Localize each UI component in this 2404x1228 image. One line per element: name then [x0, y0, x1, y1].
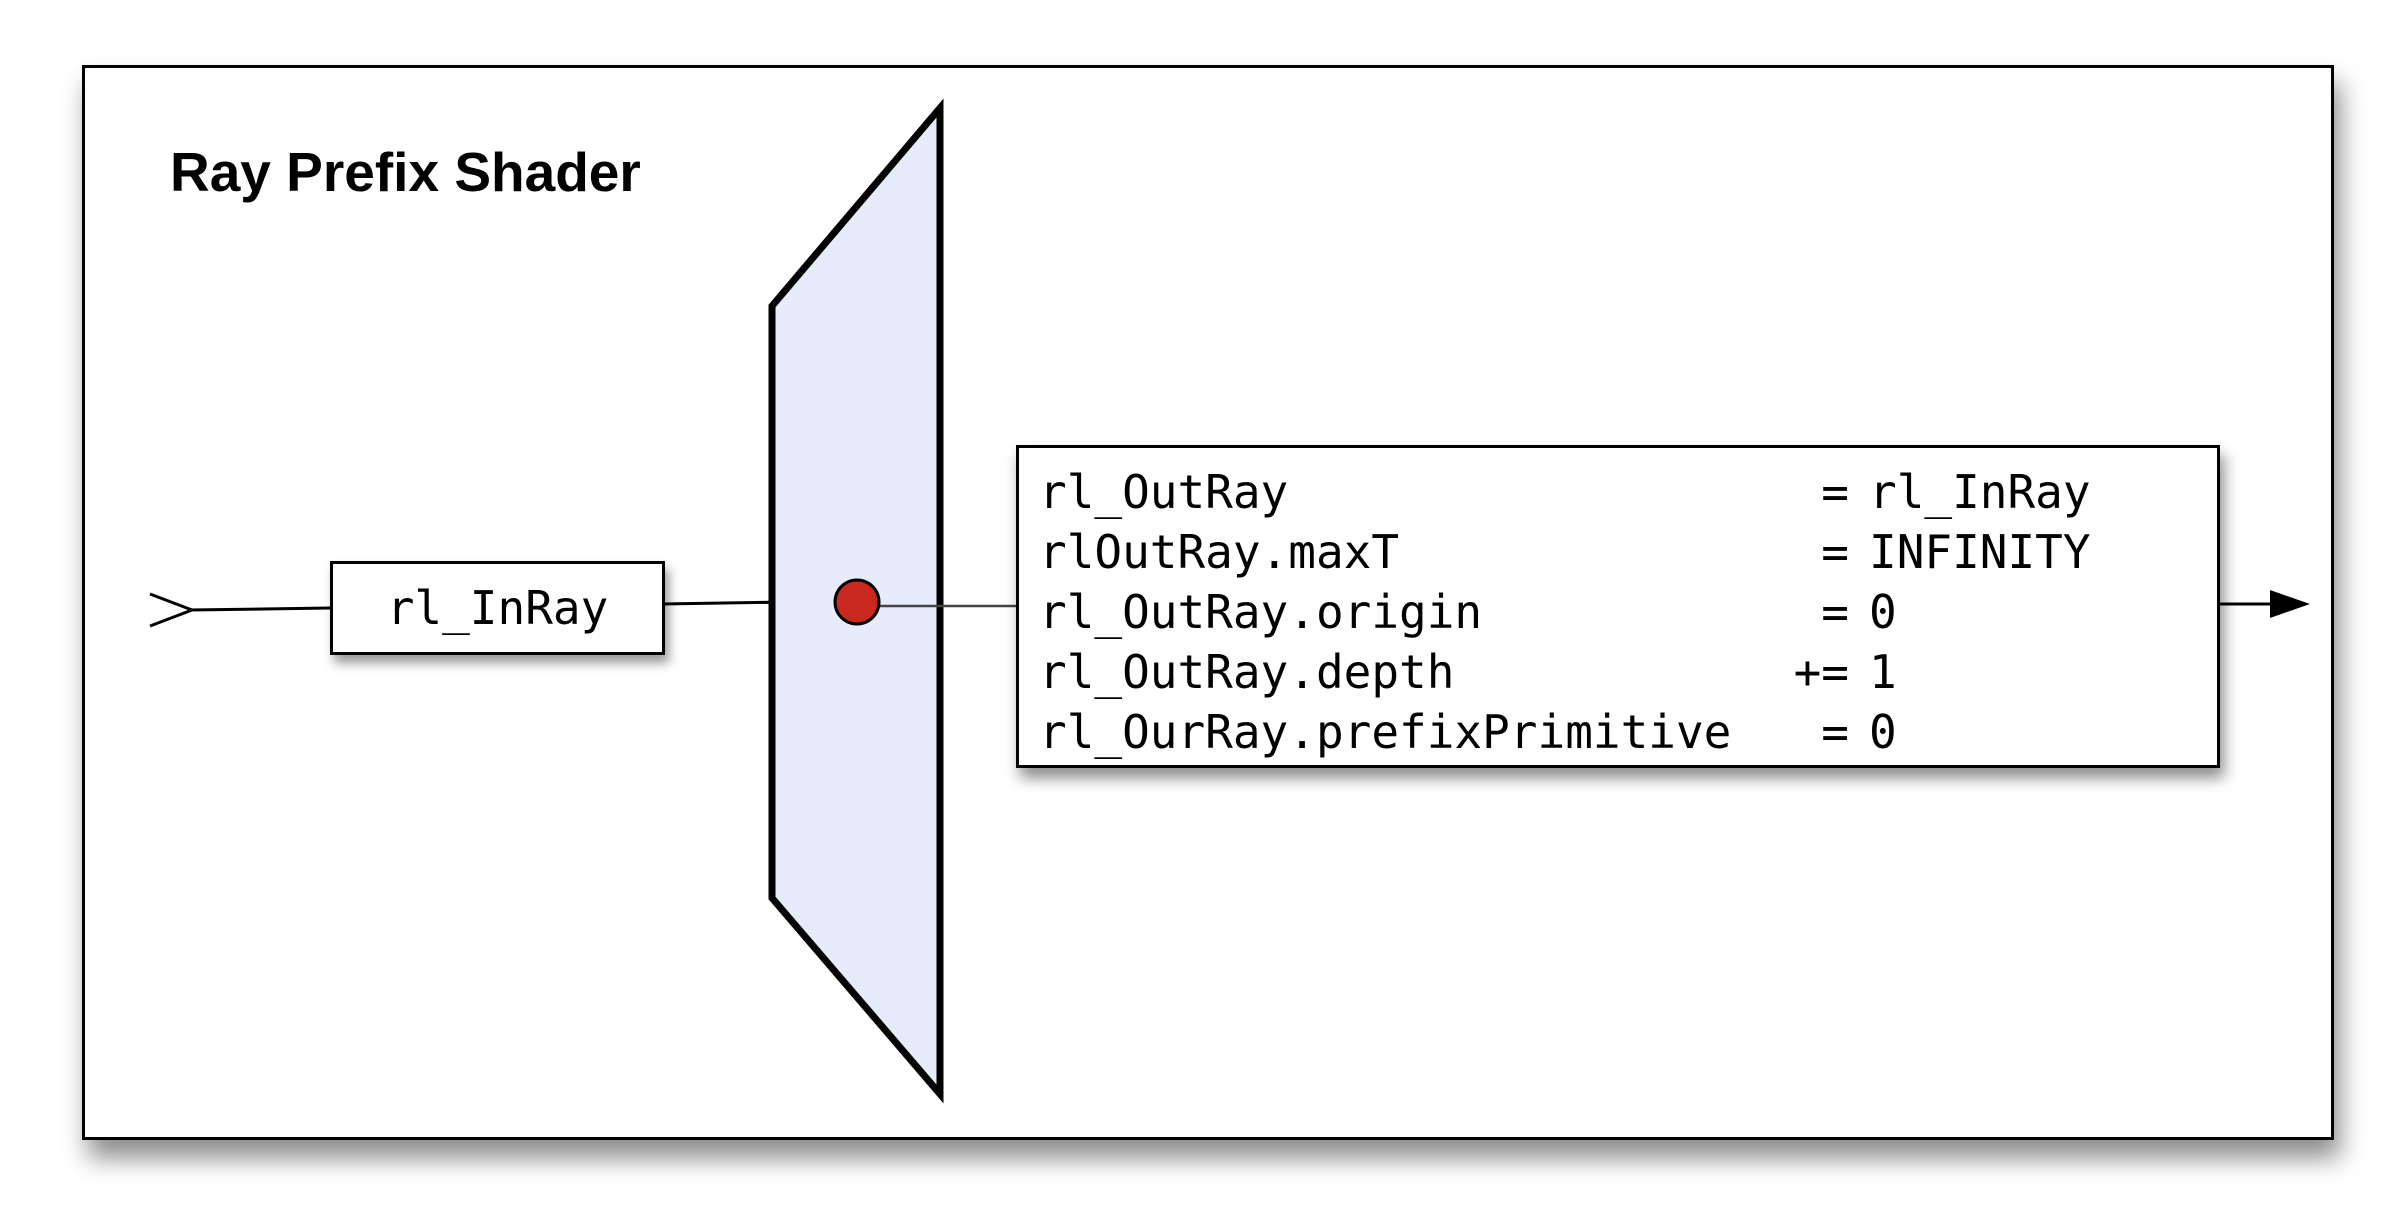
output-arrow-icon: [2270, 590, 2310, 618]
assignment-operator: =: [1821, 585, 1849, 639]
input-open-arrow-icon: [149, 592, 197, 628]
assignment-rhs: 1: [1869, 645, 1897, 699]
assignment-rhs: rl_InRay: [1869, 465, 2091, 519]
assignment-lhs: rl_OutRay.depth: [1039, 645, 1455, 699]
assignment-lhs: rl_OutRay: [1039, 465, 1289, 519]
input-ray-box: rl_InRay: [330, 561, 665, 655]
ray-node-dot: [833, 578, 881, 626]
assignment-operator: +=: [1793, 645, 1849, 699]
diagram-title: Ray Prefix Shader: [170, 141, 641, 203]
assignment-rhs: INFINITY: [1869, 525, 2091, 579]
input-connector: [189, 606, 331, 612]
assignment-operator: =: [1821, 465, 1849, 519]
input-ray-label: rl_InRay: [386, 581, 609, 635]
assignment-operator: =: [1821, 525, 1849, 579]
assignment-box: rl_OutRay = rl_InRay rlOutRay.maxT = INF…: [1016, 445, 2220, 768]
assignment-operator: =: [1821, 705, 1849, 759]
assignment-rhs: 0: [1869, 705, 1897, 759]
assignment-lhs: rl_OutRay.origin: [1039, 585, 1483, 639]
assignment-lhs: rl_OurRay.prefixPrimitive: [1039, 705, 1732, 759]
assignment-rhs: 0: [1869, 585, 1897, 639]
assignment-lhs: rlOutRay.maxT: [1039, 525, 1400, 579]
